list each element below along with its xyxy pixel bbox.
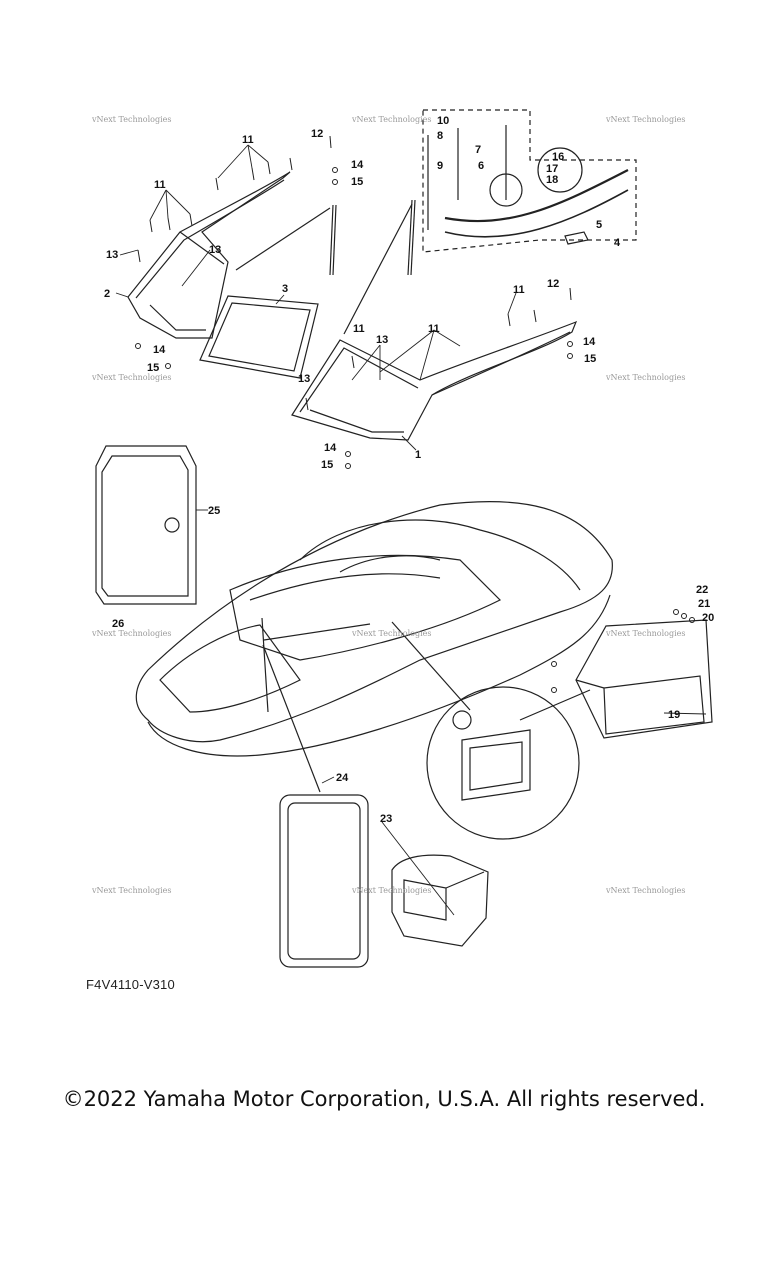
callout-17: 17 bbox=[546, 163, 558, 175]
svg-text:vNext Technologies: vNext Technologies bbox=[605, 115, 685, 124]
svg-text:vNext Technologies: vNext Technologies bbox=[91, 115, 171, 124]
svg-text:vNext Technologies: vNext Technologies bbox=[351, 629, 431, 638]
callout-6: 6 bbox=[478, 160, 484, 172]
leader-lines bbox=[115, 144, 707, 916]
right-windshield bbox=[291, 320, 578, 441]
svg-text:vNext Technologies: vNext Technologies bbox=[605, 373, 685, 382]
callout-14: 14 bbox=[583, 336, 596, 348]
boat-hull bbox=[135, 501, 613, 757]
glove-box bbox=[575, 619, 713, 739]
callout-15: 15 bbox=[321, 459, 333, 471]
callout-21: 21 bbox=[698, 598, 710, 610]
callout-1: 1 bbox=[415, 449, 421, 461]
watermarks: vNext Technologies vNext Technologies vN… bbox=[91, 115, 685, 895]
left-windshield bbox=[127, 171, 291, 339]
callout-14: 14 bbox=[324, 442, 337, 454]
trim-detail-box bbox=[422, 109, 637, 253]
callout-15: 15 bbox=[351, 176, 363, 188]
callout-13: 13 bbox=[298, 373, 310, 385]
callout-10: 10 bbox=[437, 115, 449, 127]
callout-11: 11 bbox=[242, 134, 254, 146]
callout-22: 22 bbox=[696, 584, 708, 596]
svg-text:vNext Technologies: vNext Technologies bbox=[91, 886, 171, 895]
copyright-notice: ©2022 Yamaha Motor Corporation, U.S.A. A… bbox=[62, 1087, 706, 1111]
diagram-code: F4V4110-V310 bbox=[86, 977, 175, 992]
console-box bbox=[391, 854, 489, 947]
callout-15: 15 bbox=[584, 353, 596, 365]
callout-12: 12 bbox=[547, 278, 559, 290]
callout-24: 24 bbox=[336, 772, 349, 784]
callout-4: 4 bbox=[614, 237, 621, 249]
callout-2: 2 bbox=[104, 288, 110, 300]
svg-text:vNext Technologies: vNext Technologies bbox=[605, 886, 685, 895]
svg-text:vNext Technologies: vNext Technologies bbox=[605, 629, 685, 638]
callout-23: 23 bbox=[380, 813, 392, 825]
callout-16: 16 bbox=[552, 151, 564, 163]
callout-18: 18 bbox=[546, 174, 558, 186]
callout-13: 13 bbox=[106, 249, 118, 261]
callout-labels: 11 11 11 11 11 12 12 13 13 13 13 14 14 1… bbox=[104, 115, 714, 825]
callout-12: 12 bbox=[311, 128, 323, 140]
callout-8: 8 bbox=[437, 130, 443, 142]
strut-rods bbox=[329, 125, 507, 276]
callout-11: 11 bbox=[428, 323, 440, 335]
fasteners bbox=[135, 135, 695, 693]
callout-13: 13 bbox=[209, 244, 221, 256]
svg-text:vNext Technologies: vNext Technologies bbox=[351, 886, 431, 895]
callout-25: 25 bbox=[208, 505, 220, 517]
svg-text:vNext Technologies: vNext Technologies bbox=[351, 115, 431, 124]
svg-text:vNext Technologies: vNext Technologies bbox=[91, 629, 171, 638]
callout-13: 13 bbox=[376, 334, 388, 346]
callout-11: 11 bbox=[353, 323, 365, 335]
callout-14: 14 bbox=[351, 159, 364, 171]
hatch-cover bbox=[95, 445, 197, 605]
guide-arrows bbox=[235, 203, 591, 793]
callout-5: 5 bbox=[596, 219, 602, 231]
door-panel bbox=[279, 794, 369, 968]
windshield-glass bbox=[199, 295, 319, 379]
callout-11: 11 bbox=[154, 179, 166, 191]
callout-26: 26 bbox=[112, 618, 124, 630]
callout-11: 11 bbox=[513, 284, 525, 296]
callout-15: 15 bbox=[147, 362, 159, 374]
detail-magnifier bbox=[426, 686, 580, 840]
callout-7: 7 bbox=[475, 144, 481, 156]
callout-14: 14 bbox=[153, 344, 166, 356]
callout-9: 9 bbox=[437, 160, 443, 172]
callout-19: 19 bbox=[668, 709, 680, 721]
svg-text:vNext Technologies: vNext Technologies bbox=[91, 373, 171, 382]
callout-3: 3 bbox=[282, 283, 288, 295]
callout-20: 20 bbox=[702, 612, 714, 624]
